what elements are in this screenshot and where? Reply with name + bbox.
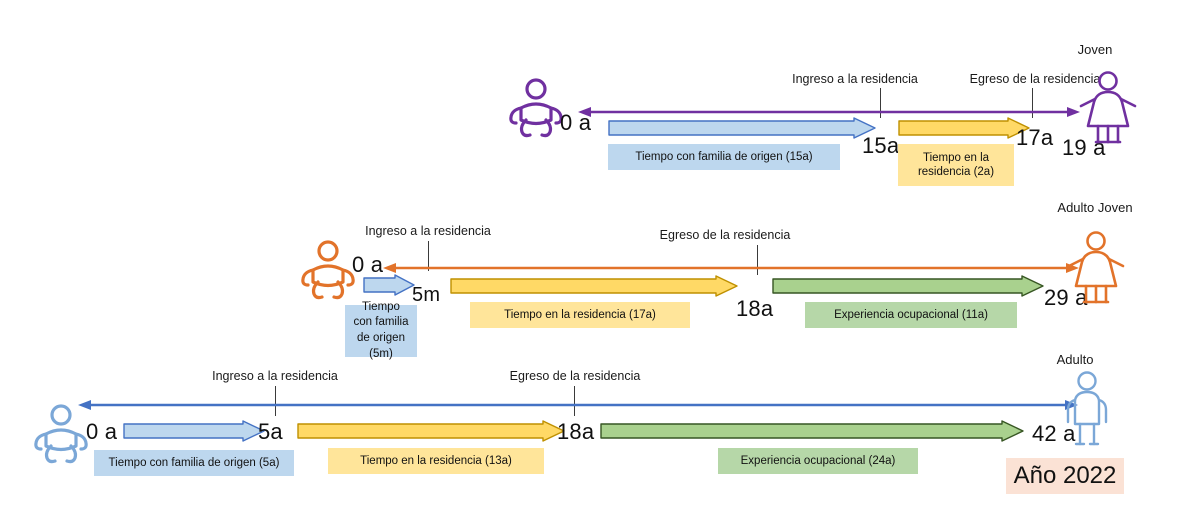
stage-label-adulto-joven: Adulto Joven [1057, 200, 1133, 215]
caption-residence-row2: Tiempo en la residencia (17a) [470, 302, 690, 328]
young-woman-icon [1078, 70, 1138, 146]
bar-occupational-row3 [600, 420, 1024, 442]
baby-icon [300, 240, 356, 300]
stage-label-joven: Joven [1077, 42, 1113, 57]
bar-family-row3 [123, 420, 265, 442]
bar-family-row1 [608, 117, 876, 139]
tick-age-egreso-row3: 18a [557, 419, 595, 444]
caption-residence-row1: Tiempo en la residencia (2a) [898, 144, 1014, 186]
tick-label-egreso-row1: Egreso de la residencia [969, 72, 1101, 86]
tick-mark-egreso-row3 [574, 386, 575, 416]
end-age-row3: 42 a [1032, 421, 1076, 446]
caption-family-row3: Tiempo con familia de origen (5a) [94, 450, 294, 476]
tick-label-ingreso-row1: Ingreso a la residencia [792, 72, 918, 86]
tick-mark-egreso-row1 [1032, 88, 1033, 118]
bar-residence-row1 [898, 117, 1030, 139]
tick-label-ingreso-row3: Ingreso a la residencia [212, 369, 338, 383]
stage-label-adulto: Adulto [1056, 352, 1094, 367]
bar-family-row2 [363, 274, 415, 296]
tick-age-egreso-row2: 18a [736, 296, 774, 321]
bar-occupational-row2 [772, 275, 1044, 297]
caption-occupational-row2: Experiencia ocupacional (11a) [805, 302, 1017, 328]
tick-age-ingreso-row1: 15a [862, 133, 900, 158]
tick-label-ingreso-row2: Ingreso a la residencia [365, 224, 491, 238]
young-adult-woman-icon [1066, 230, 1126, 306]
tick-mark-ingreso-row2 [428, 241, 429, 271]
start-age-row2: 0 a [352, 252, 384, 277]
tick-age-egreso-row1: 17a [1016, 125, 1054, 150]
tick-age-ingreso-row2: 5m [412, 284, 441, 306]
caption-family-row1: Tiempo con familia de origen (15a) [608, 144, 840, 170]
adult-person-icon [1060, 370, 1114, 448]
baby-icon [33, 404, 89, 464]
tick-label-egreso-row3: Egreso de la residencia [509, 369, 641, 383]
tick-mark-egreso-row2 [757, 245, 758, 275]
caption-residence-row3: Tiempo en la residencia (13a) [328, 448, 544, 474]
caption-occupational-row3: Experiencia ocupacional (24a) [718, 448, 918, 474]
tick-mark-ingreso-row1 [880, 88, 881, 118]
end-age-row2: 29 a [1044, 285, 1088, 310]
year-badge: Año 2022 [1006, 458, 1124, 494]
caption-family-row2: Tiempo con familia de origen (5m) [345, 301, 417, 360]
baby-icon [508, 78, 564, 138]
bar-residence-row2 [450, 275, 738, 297]
tick-mark-ingreso-row3 [275, 386, 276, 416]
start-age-row3: 0 a [86, 419, 118, 444]
tick-age-ingreso-row3: 5a [258, 419, 283, 444]
bar-residence-row3 [297, 420, 565, 442]
tick-label-egreso-row2: Egreso de la residencia [659, 228, 791, 242]
